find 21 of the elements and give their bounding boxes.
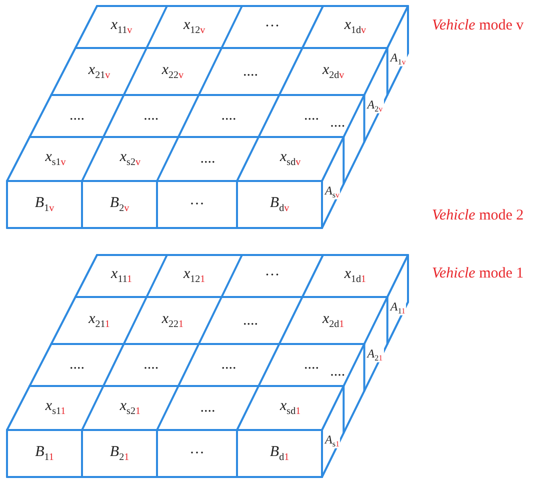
matrix-entry: ....: [330, 116, 346, 130]
matrix-entry: ....: [70, 108, 84, 124]
matrix-entry: ....: [304, 358, 319, 372]
matrix-entry: ....: [221, 108, 236, 124]
matrix-entry: ....: [242, 64, 258, 79]
matrix-entry: ....: [330, 364, 346, 380]
matrix-entry: ···: [264, 20, 280, 34]
matrix-entry: ....: [70, 358, 84, 372]
matrix-entry: ....: [242, 313, 258, 328]
matrix-entry: ···: [190, 446, 204, 461]
matrix-entry: ....: [304, 108, 319, 124]
matrix-entry: ....: [200, 400, 216, 416]
layer-title: Vehicle mode 2: [432, 208, 524, 224]
layer-title: Vehicle mode v: [432, 18, 524, 34]
layer-title: Vehicle mode 1: [432, 266, 524, 282]
matrix-entry: ....: [144, 358, 159, 372]
matrix-entry: ....: [144, 108, 159, 124]
matrix-entry: ....: [221, 358, 236, 372]
matrix-entry: ···: [190, 197, 204, 212]
matrix-entry: ....: [200, 152, 216, 166]
matrix-entry: ···: [264, 268, 280, 284]
